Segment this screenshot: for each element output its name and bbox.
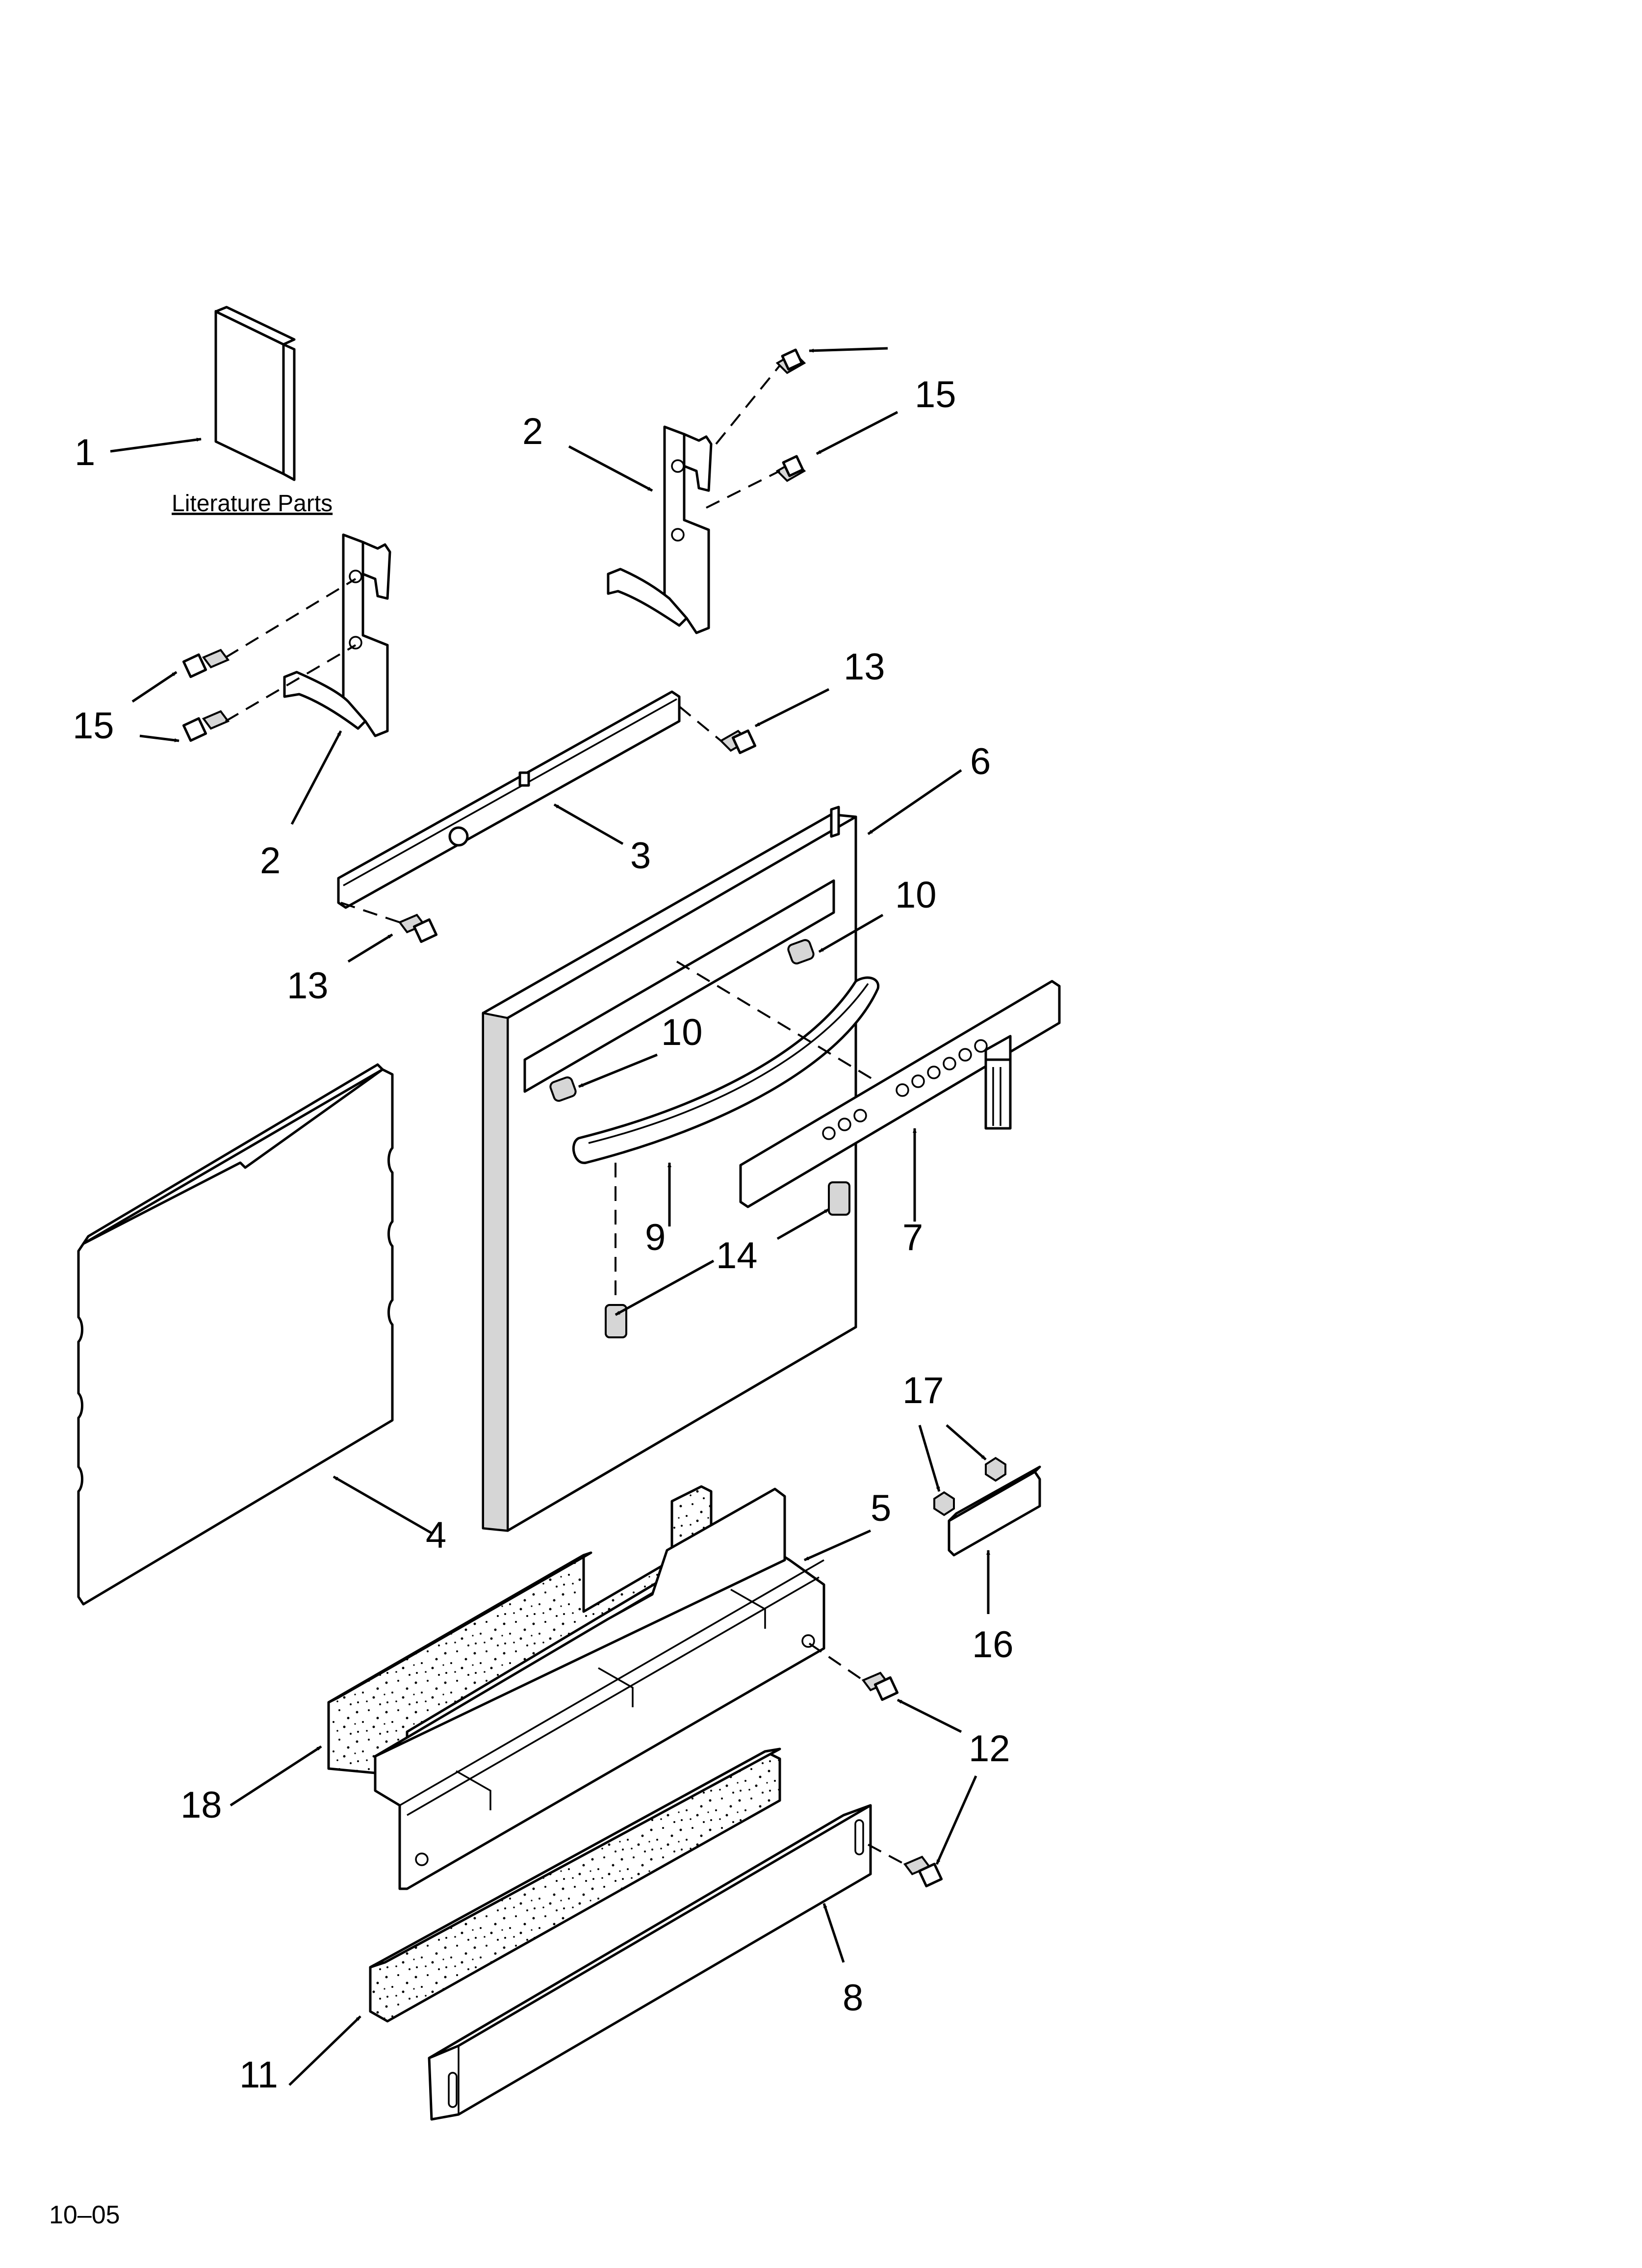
callout-11: 11	[239, 2054, 278, 2096]
door-handle-part-9	[572, 976, 880, 1164]
control-panel-part-7	[739, 980, 1061, 1208]
footer-revision-code: 10–05	[49, 2201, 120, 2229]
callout-16: 16	[972, 1624, 1014, 1666]
literature-parts-booklet	[214, 306, 296, 481]
kickplate-part-8	[428, 1804, 872, 2121]
nut-17-left	[933, 1491, 955, 1516]
screw-12-upper	[861, 1671, 899, 1701]
nut-17-right	[985, 1457, 1006, 1482]
hinge-bracket-right	[607, 425, 713, 634]
callout-numbers: 1 2 15 15 13 6 2 3 10 13 10 9 14 7 17 4 …	[73, 374, 1014, 2096]
literature-parts-caption: Literature Parts	[172, 491, 333, 517]
callout-2-lower: 2	[260, 840, 281, 882]
screw-15-lower-right	[775, 455, 806, 482]
callout-15-upper: 15	[915, 374, 956, 416]
callout-5: 5	[871, 1487, 891, 1529]
screw-13-left	[398, 913, 438, 943]
screw-15-upper-left	[182, 649, 230, 678]
lower-bracket-part-5	[374, 1487, 825, 1890]
bumper-10-left	[549, 1076, 577, 1102]
callout-10-lower: 10	[661, 1012, 703, 1053]
callout-15-lower: 15	[73, 705, 114, 747]
callout-17: 17	[902, 1370, 944, 1411]
bracket-part-16	[948, 1465, 1041, 1557]
callout-18: 18	[180, 1784, 222, 1826]
screw-15-upper-right	[775, 348, 806, 374]
callout-7: 7	[902, 1217, 923, 1258]
alignment-lines	[225, 365, 905, 1865]
callout-3: 3	[630, 835, 651, 877]
screw-12-lower	[903, 1855, 943, 1888]
callout-9: 9	[645, 1217, 666, 1258]
callout-13-upper: 13	[844, 646, 885, 688]
hinge-bracket-left	[283, 533, 391, 737]
inner-panel-part-4	[77, 1063, 394, 1606]
callout-10-upper: 10	[895, 874, 937, 916]
callout-2-upper: 2	[522, 411, 543, 452]
callout-1: 1	[75, 432, 95, 473]
callout-8: 8	[843, 1977, 863, 2019]
top-rail-part-3	[337, 690, 681, 909]
foam-insulation-part-11	[369, 1747, 781, 2023]
screw-15-lower-left	[182, 710, 230, 742]
stud-14-right	[828, 1181, 850, 1216]
callout-12: 12	[969, 1728, 1010, 1770]
callout-6: 6	[970, 741, 991, 782]
callout-13-lower: 13	[287, 965, 329, 1007]
bumper-10-right	[787, 939, 815, 965]
callout-4: 4	[426, 1514, 446, 1556]
leader-arrows	[110, 347, 990, 2086]
callout-14: 14	[716, 1235, 758, 1277]
screw-13-right	[719, 729, 757, 755]
